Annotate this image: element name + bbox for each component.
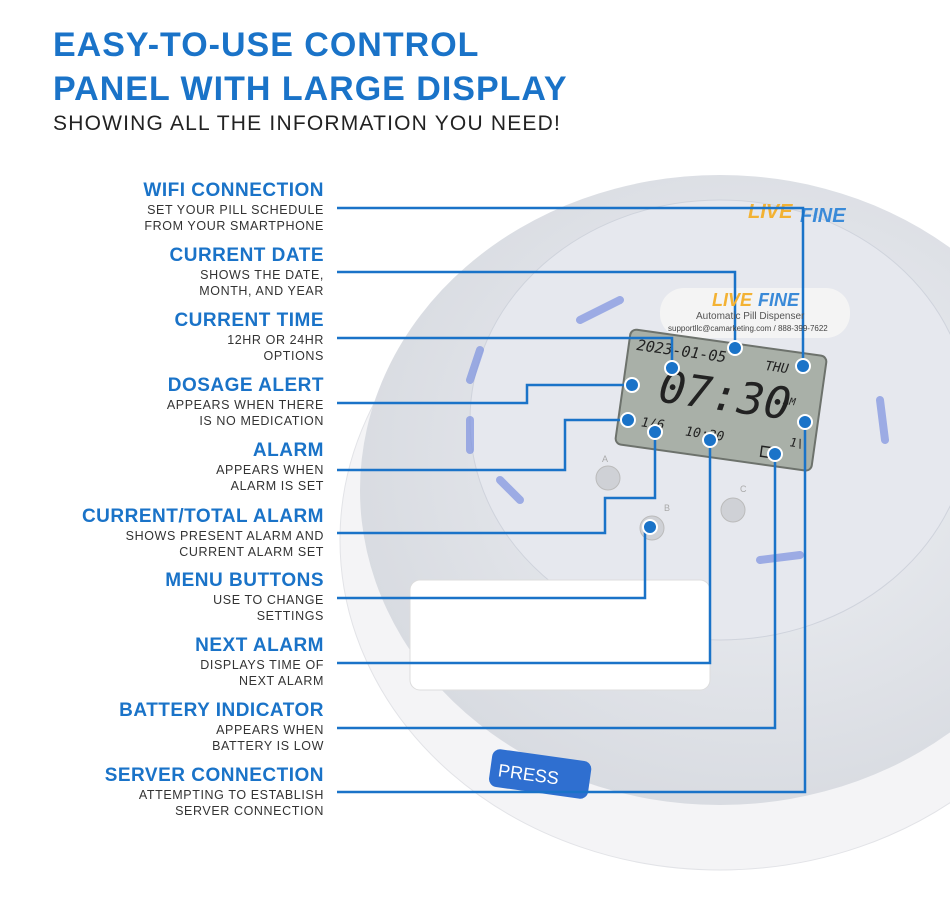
feature-title: BATTERY INDICATOR — [119, 700, 324, 721]
feature-desc: SERVER CONNECTION — [175, 804, 324, 818]
menu-button-c[interactable] — [720, 497, 746, 523]
menu-button-a[interactable] — [595, 465, 621, 491]
feature-title: ALARM — [252, 440, 324, 461]
feature-next-alarm: NEXT ALARM DISPLAYS TIME OF NEXT ALARM — [24, 635, 324, 689]
feature-server: SERVER CONNECTION ATTEMPTING TO ESTABLISH… — [24, 765, 324, 819]
feature-title: NEXT ALARM — [195, 635, 324, 656]
feature-wifi: WIFI CONNECTION SET YOUR PILL SCHEDULE FRO… — [24, 180, 324, 234]
feature-desc: FROM YOUR SMARTPHONE — [144, 219, 324, 233]
lid-brand-live: LIVE — [748, 201, 793, 223]
feature-desc: ATTEMPTING TO ESTABLISH — [138, 788, 324, 802]
feature-desc: SET YOUR PILL SCHEDULE — [147, 203, 324, 217]
contact-info: supportllc@camarketing.com / 888-399-762… — [668, 324, 828, 333]
press-button[interactable]: PRESS — [488, 748, 592, 800]
lcd-server-icon: 1\ — [789, 435, 805, 451]
feature-alarm: ALARM APPEARS WHEN ALARM IS SET — [24, 440, 324, 494]
feature-current-total-alarm: CURRENT/TOTAL ALARM SHOWS PRESENT ALARM A… — [24, 506, 324, 560]
leader-lines — [337, 206, 807, 794]
feature-desc: BATTERY IS LOW — [212, 739, 324, 753]
press-panel — [409, 579, 711, 691]
feature-desc: OPTIONS — [263, 349, 324, 363]
product-name: Automatic Pill Dispenser — [696, 311, 805, 322]
feature-title: DOSAGE ALERT — [167, 375, 324, 396]
button-b-label: B — [664, 503, 670, 513]
feature-title: MENU BUTTONS — [165, 570, 324, 591]
feature-desc: SHOWS PRESENT ALARM AND — [125, 529, 324, 543]
feature-desc: APPEARS WHEN — [216, 463, 324, 477]
feature-desc: NEXT ALARM — [239, 674, 324, 688]
feature-desc: MONTH, AND YEAR — [199, 284, 324, 298]
button-c-label: C — [740, 484, 747, 494]
title-line-1: EASY-TO-USE CONTROL — [53, 26, 480, 64]
feature-desc: SETTINGS — [256, 609, 324, 623]
feature-menu-buttons: MENU BUTTONS USE TO CHANGE SETTINGS — [24, 570, 324, 624]
title-line-2: PANEL WITH LARGE DISPLAY — [53, 70, 568, 108]
subtitle: SHOWING ALL THE INFORMATION YOU NEED! — [53, 112, 562, 135]
button-a-label: A — [602, 454, 608, 464]
feature-desc: APPEARS WHEN THERE — [166, 398, 324, 412]
feature-desc: IS NO MEDICATION — [199, 414, 324, 428]
lid-brand-fine: FINE — [800, 205, 846, 227]
feature-desc: APPEARS WHEN — [216, 723, 324, 737]
feature-title: SERVER CONNECTION — [104, 765, 324, 786]
feature-date: CURRENT DATE SHOWS THE DATE, MONTH, AND YE… — [24, 245, 324, 299]
lcd-ampm: AM — [782, 396, 797, 409]
feature-battery: BATTERY INDICATOR APPEARS WHEN BATTERY IS … — [24, 700, 324, 754]
feature-title: CURRENT/TOTAL ALARM — [81, 506, 324, 527]
brand-fine: FINE — [758, 290, 800, 310]
feature-time: CURRENT TIME 12HR OR 24HR OPTIONS — [24, 310, 324, 364]
feature-desc: 12HR OR 24HR — [227, 333, 324, 347]
feature-desc: ALARM IS SET — [230, 479, 324, 493]
brand-live: LIVE — [712, 290, 753, 310]
callout-dots — [620, 340, 813, 535]
lcd-day: THU — [764, 359, 790, 377]
feature-title: CURRENT TIME — [174, 310, 324, 331]
feature-desc: DISPLAYS TIME OF — [200, 658, 324, 672]
feature-desc: SHOWS THE DATE, — [200, 268, 324, 282]
feature-title: WIFI CONNECTION — [143, 180, 324, 201]
feature-desc: CURRENT ALARM SET — [179, 545, 324, 559]
feature-dosage-alert: DOSAGE ALERT APPEARS WHEN THERE IS NO MEDI… — [24, 375, 324, 429]
feature-title: CURRENT DATE — [169, 245, 324, 266]
feature-desc: USE TO CHANGE — [213, 593, 324, 607]
